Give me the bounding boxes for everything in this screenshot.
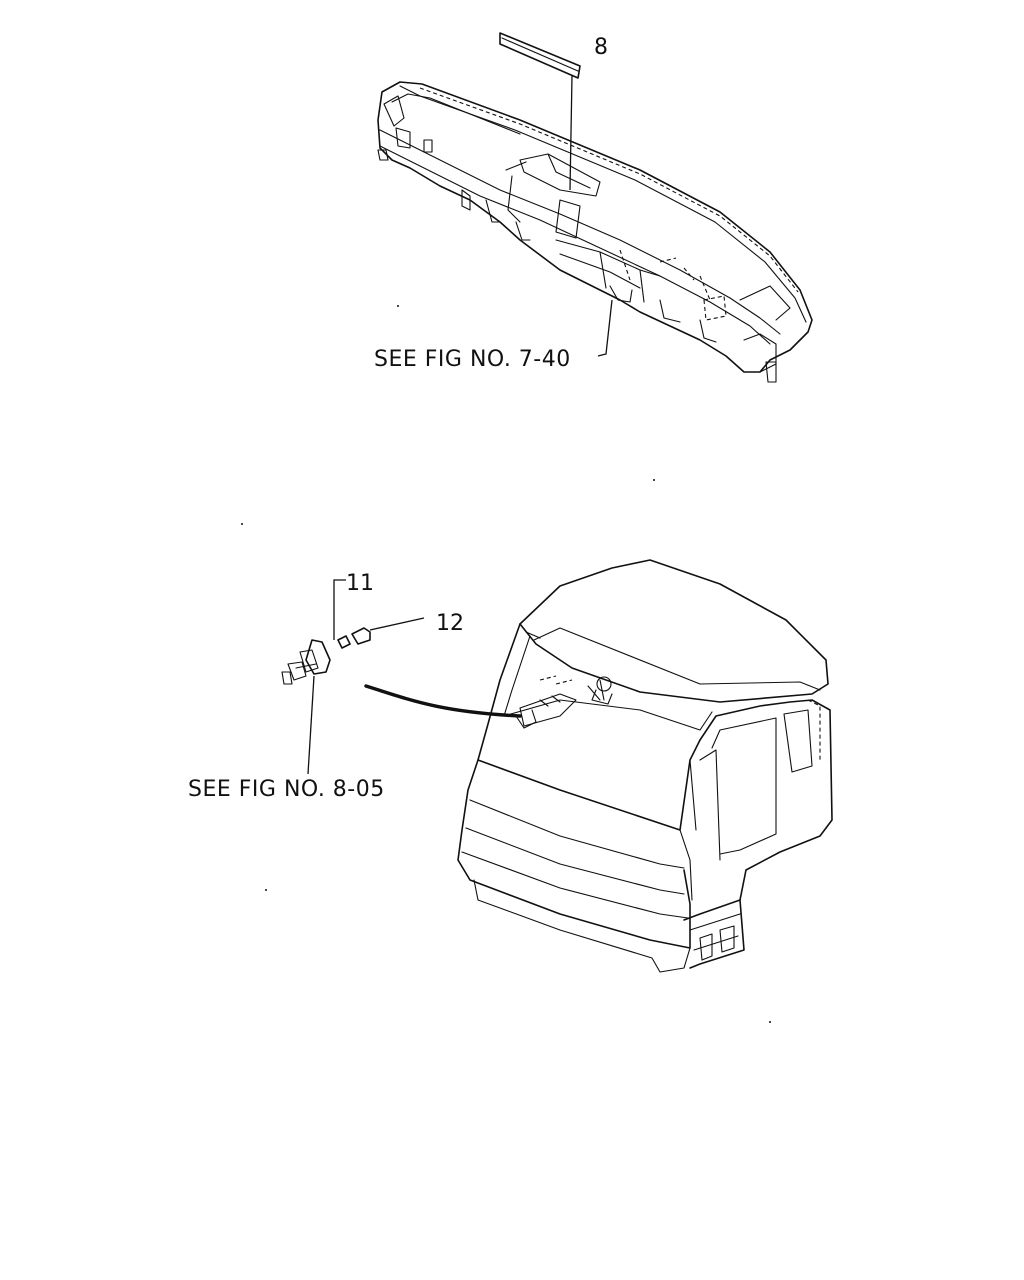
cab-body-drawing bbox=[457, 559, 833, 973]
see-fig-8-05-leader bbox=[307, 675, 315, 775]
part-11-leader bbox=[333, 579, 346, 640]
part-11-label: 11 bbox=[346, 571, 374, 596]
part-12-leader bbox=[369, 617, 425, 631]
part-8-pad-drawing bbox=[499, 32, 581, 79]
part-12-label: 12 bbox=[436, 611, 464, 636]
hood-release-cable bbox=[364, 684, 522, 718]
see-fig-7-40-reference: SEE FIG NO. 7-40 bbox=[374, 347, 571, 372]
dashboard-assembly-drawing bbox=[377, 32, 813, 383]
part-8-label: 8 bbox=[594, 35, 608, 60]
hood-release-lever-drawing bbox=[281, 627, 371, 685]
see-fig-8-05-reference: SEE FIG NO. 8-05 bbox=[188, 777, 385, 802]
scan-specks bbox=[241, 305, 771, 1023]
